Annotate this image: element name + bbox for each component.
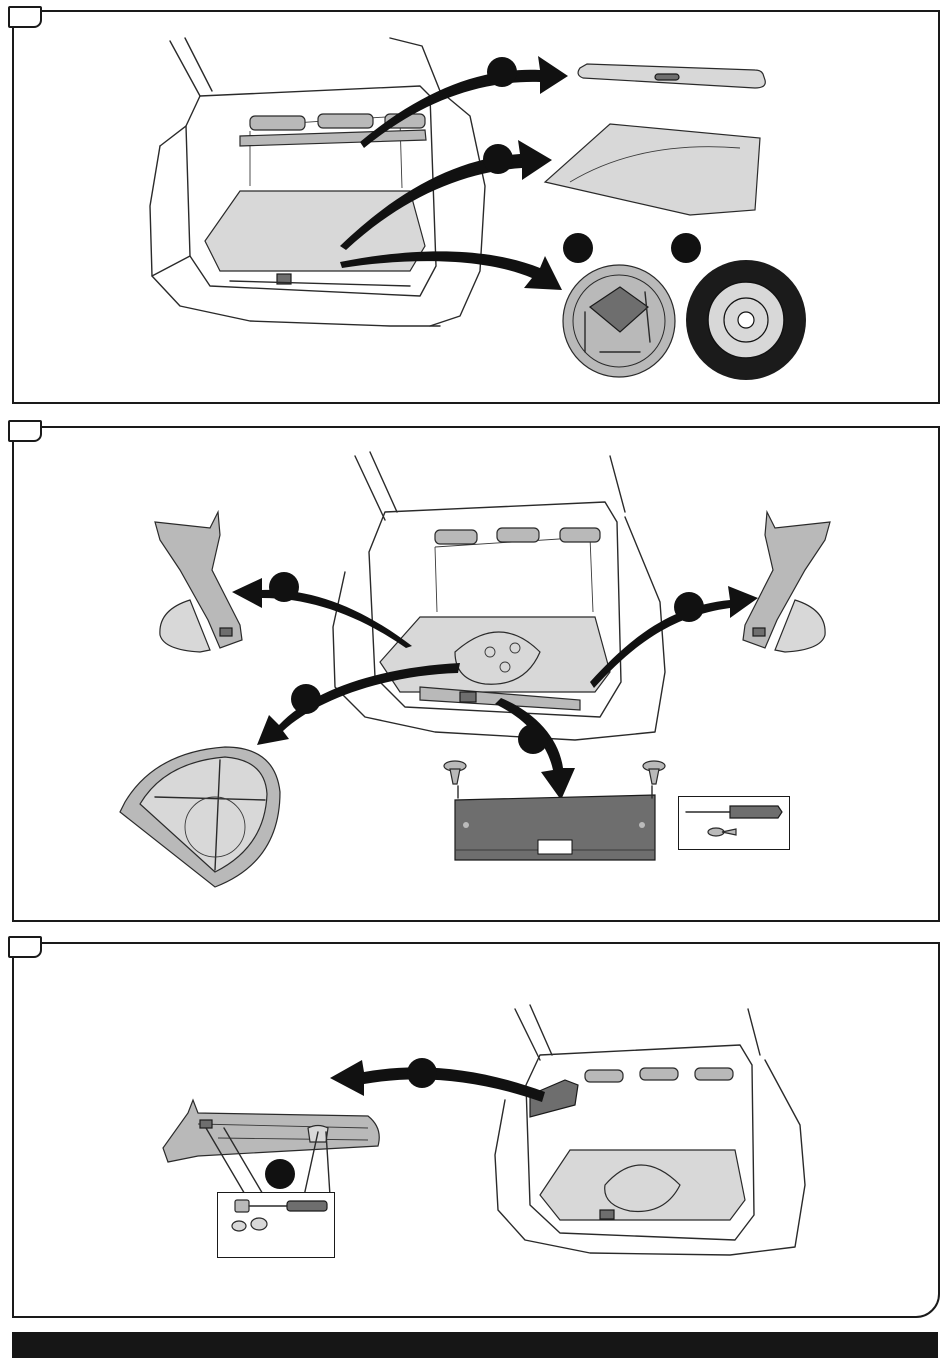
pointer-lines xyxy=(206,1128,336,1198)
storage-tray-icon xyxy=(115,742,285,892)
step-badge-icon xyxy=(482,143,514,175)
spare-wheel-icon xyxy=(684,258,809,383)
ratchet-wrench-icon xyxy=(217,1192,335,1258)
side-trim-icon xyxy=(150,510,255,655)
step-badge-icon xyxy=(673,591,705,623)
screwdriver-icon xyxy=(678,796,790,850)
callout-arrow-icon xyxy=(232,568,412,648)
callout-arrow-icon xyxy=(245,655,460,745)
floor-mat-icon xyxy=(540,120,770,220)
push-clip-icon xyxy=(441,760,469,800)
step-badge-icon xyxy=(406,1057,438,1089)
push-clip-icon xyxy=(640,760,668,800)
step-badge-icon xyxy=(268,571,300,603)
car-trunk-illustration xyxy=(490,1005,820,1255)
step-tab-1 xyxy=(8,6,42,28)
tool-kit-icon xyxy=(560,262,678,380)
luggage-cover-icon xyxy=(575,60,770,95)
footer-bar xyxy=(12,1332,938,1358)
step-badge-icon xyxy=(486,56,518,88)
step-tab-2 xyxy=(8,420,42,442)
side-trim-icon xyxy=(730,510,835,655)
callout-arrow-icon xyxy=(360,52,570,152)
step-badge-icon xyxy=(290,683,322,715)
step-badge-icon xyxy=(517,723,549,755)
step-badge-icon xyxy=(562,232,594,264)
callout-arrow-icon xyxy=(340,238,565,298)
callout-arrow-icon xyxy=(340,138,560,248)
sill-trim-icon xyxy=(450,775,660,870)
step-tab-3 xyxy=(8,936,42,958)
